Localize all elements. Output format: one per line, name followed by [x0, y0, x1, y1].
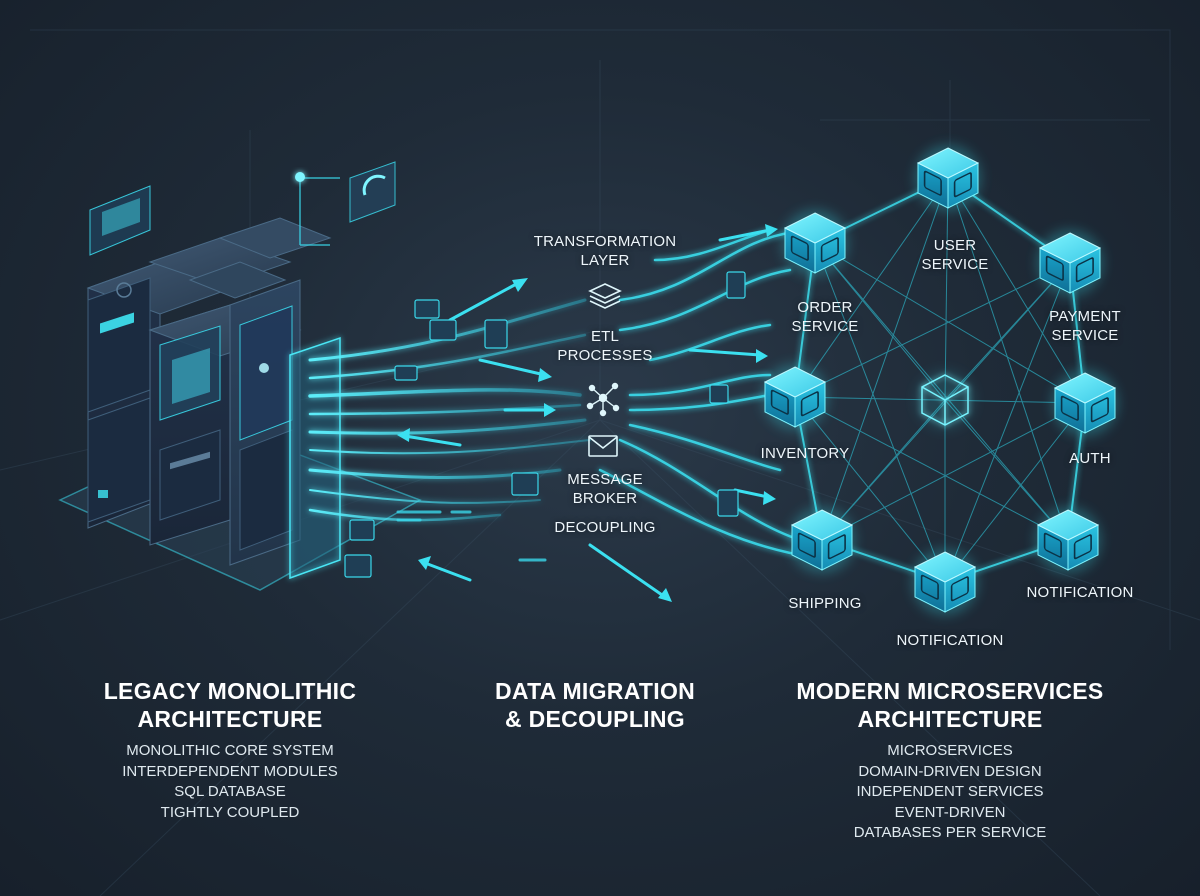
transformation-layer-label: TRANSFORMATION LAYER — [533, 233, 677, 269]
modern-section-title: MODERN MICROSERVICES ARCHITECTURE — [796, 678, 1104, 732]
notification-right-label: NOTIFICATION — [1026, 584, 1134, 601]
order-service-label: ORDER SERVICE — [791, 299, 859, 335]
legacy-feature-item: TIGHTLY COUPLED — [160, 803, 300, 821]
notification-center-label: NOTIFICATION — [896, 632, 1004, 649]
user-service-cube — [915, 145, 981, 211]
legacy-feature-item: INTERDEPENDENT MODULES — [122, 762, 338, 780]
message-broker-label: MESSAGE BROKER — [567, 471, 643, 507]
payment-service-label: PAYMENT SERVICE — [1049, 308, 1121, 344]
auth-cube — [1052, 370, 1118, 436]
payment-service-cube — [1037, 230, 1103, 296]
modern-feature-item: DOMAIN-DRIVEN DESIGN — [858, 762, 1042, 780]
shipping-label: SHIPPING — [788, 595, 862, 612]
order-service-cube — [782, 210, 848, 276]
migration-section-title: DATA MIGRATION & DECOUPLING — [494, 678, 696, 732]
modern-feature-item: DATABASES PER SERVICE — [853, 824, 1047, 841]
bell-icon — [1043, 532, 1092, 560]
envelope-icon — [588, 435, 618, 457]
modern-feature-item: EVENT-DRIVEN — [894, 803, 1006, 821]
legacy-feature-item: MONOLITHIC CORE SYSTEM — [126, 742, 334, 759]
inventory-icon — [770, 389, 819, 417]
legacy-feature-item: SQL DATABASE — [174, 783, 286, 800]
layers-icon — [588, 283, 622, 309]
auth-label: AUTH — [1069, 450, 1111, 467]
monolith-server-stack — [58, 161, 422, 591]
modern-feature-item: MICROSERVICES — [887, 742, 1013, 759]
user-icon — [923, 170, 972, 198]
user-service-label: USER SERVICE — [921, 237, 989, 273]
etl-processes-label: ETL PROCESSES — [557, 328, 653, 364]
bell-icon — [920, 574, 969, 602]
inventory-label: INVENTORY — [760, 445, 850, 462]
wallet-icon — [1045, 255, 1094, 283]
cart-icon — [790, 235, 839, 263]
modern-feature-list: MICROSERVICES DOMAIN-DRIVEN DESIGN INDEP… — [800, 741, 1100, 844]
decoupling-label: DECOUPLING — [554, 519, 656, 536]
lock-icon — [1060, 395, 1109, 423]
box-icon — [797, 532, 846, 560]
modern-feature-item: INDEPENDENT SERVICES — [856, 783, 1044, 800]
legacy-feature-list: MONOLITHIC CORE SYSTEM INTERDEPENDENT MO… — [70, 741, 390, 823]
shipping-cube — [789, 507, 855, 573]
data-flow-streams — [308, 224, 802, 602]
inventory-cube — [762, 364, 828, 430]
notification-right-cube — [1035, 507, 1101, 573]
notification-center-cube — [912, 549, 978, 615]
network-nodes-icon — [586, 382, 620, 417]
legacy-section-title: LEGACY MONOLITHIC ARCHITECTURE — [103, 678, 357, 732]
